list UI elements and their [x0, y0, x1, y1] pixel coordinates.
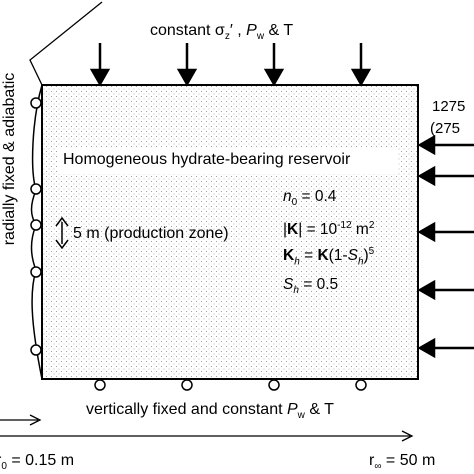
rinf-sub: ∞: [374, 461, 382, 473]
radial-axis: [0, 414, 414, 442]
bottom-rollers: [94, 379, 367, 391]
kh-s-sub: h: [357, 256, 364, 268]
k-exp: -12: [337, 219, 352, 231]
saturation-line: Sh = 0.5: [283, 274, 374, 303]
k-unit: m: [351, 220, 369, 238]
n0-sub: 0: [291, 197, 298, 209]
title-backdrop: [58, 148, 398, 174]
reservoir-title: Homogeneous hydrate-bearing reservoir: [63, 151, 351, 168]
right-label-2: (275: [430, 120, 461, 137]
top-bc-suffix: ′ ,: [229, 22, 247, 39]
left-boundary-label: radially fixed & adiabatic: [1, 72, 18, 246]
reservoir-domain: [41, 84, 419, 380]
right-label-1: 1275: [432, 98, 466, 115]
sh-value: = 0.5: [298, 276, 339, 293]
top-bc-pw-sub: w: [256, 31, 265, 43]
rinf-symbol: r: [369, 452, 375, 469]
r0-sub: 0: [1, 461, 7, 473]
top-bc-prefix: constant σ: [150, 22, 225, 39]
r0-symbol: r: [0, 452, 1, 469]
kh-s: S: [347, 247, 358, 265]
permeability-line: |K| = 10-12 m2: [283, 215, 374, 242]
bottom-bc-tail: & T: [304, 401, 334, 418]
kh-close: ): [363, 247, 369, 265]
kh-sub: h: [294, 256, 300, 268]
kh-exp: 5: [368, 246, 375, 258]
bottom-bc-pw-sub: w: [297, 410, 305, 422]
n0-value: = 0.4: [297, 188, 337, 205]
top-bc-pw: P: [246, 22, 257, 39]
porosity-line: n0 = 0.4: [283, 186, 374, 215]
r0-label: r0 = 0.15 m: [0, 452, 74, 472]
sh-symbol: S: [283, 276, 294, 293]
rinf-value: = 50 m: [381, 452, 436, 469]
rinf-label: r∞ = 50 m: [369, 452, 435, 472]
top-load-arrows: [89, 43, 372, 87]
k-unit-exp: 2: [368, 219, 375, 231]
r0-value: = 0.15 m: [6, 452, 75, 469]
top-bc-sub: z: [224, 31, 230, 43]
bottom-boundary-label: vertically fixed and constant Pw & T: [86, 401, 334, 421]
top-boundary-label: constant σz′ , Pw & T: [150, 22, 293, 42]
hydrate-permeability-line: Kh = K(1-Sh)5: [283, 241, 374, 274]
wellbore-outline: [30, 84, 43, 380]
kh-paren: (1-: [328, 247, 348, 265]
bottom-bc-pw: P: [287, 401, 298, 418]
top-bc-tail: & T: [264, 22, 294, 39]
right-load-arrows: [417, 134, 474, 359]
kh-eq: =: [299, 247, 318, 265]
k-pre: |: [283, 220, 288, 238]
left-rollers: [30, 97, 42, 356]
kh-symbol: K: [283, 247, 295, 265]
bottom-bc-text: vertically fixed and constant: [86, 401, 287, 418]
kh-k: K: [317, 247, 329, 265]
production-zone-label: 5 m (production zone): [73, 225, 229, 242]
n0-symbol: n: [283, 188, 292, 205]
k-mid: | = 10: [298, 220, 338, 238]
sh-sub: h: [293, 285, 299, 297]
k-symbol: K: [287, 220, 299, 238]
wellbore-top: [29, 1, 103, 86]
production-zone-arrow: [55, 216, 69, 250]
material-properties: n0 = 0.4 |K| = 10-12 m2 Kh = K(1-Sh)5 Sh…: [283, 186, 374, 303]
